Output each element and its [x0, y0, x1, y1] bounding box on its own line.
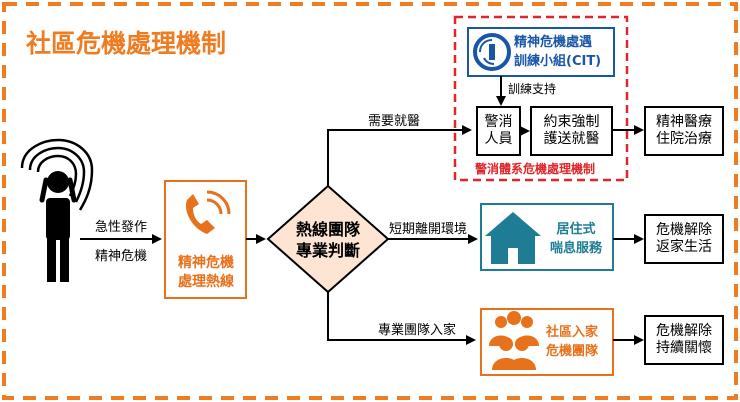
- connectors: [80, 76, 644, 345]
- police-box: 警消 人員: [476, 106, 521, 156]
- care-result-line2: 持續關懷: [656, 340, 712, 356]
- hospital-box: 精神醫療 住院治療: [644, 106, 724, 156]
- cit-support-label: 訓練支持: [508, 82, 557, 96]
- cit-logo-icon: [473, 33, 511, 71]
- police-line1: 警消: [484, 113, 513, 130]
- respite-line2: 喘息服務: [550, 241, 603, 256]
- decision-line2: 專業判斷: [295, 241, 360, 260]
- hotline-line1: 精神危機: [178, 255, 234, 271]
- person-in-crisis-icon: [20, 138, 94, 282]
- respite-label: 居住式 喘息服務: [550, 220, 602, 258]
- community-team-line2: 危機團隊: [546, 344, 599, 359]
- cit-line2: 訓練小組(CIT): [514, 54, 602, 69]
- respite-line1: 居住式: [556, 222, 596, 237]
- cit-label: 精神危機處遇 訓練小組(CIT): [514, 33, 601, 71]
- hospital-line2: 住院治療: [656, 131, 712, 147]
- police-mechanism-frame: [453, 15, 629, 182]
- home-result-box: 危機解除 返家生活: [644, 214, 724, 264]
- hotline-label: 精神危機 處理熱線: [170, 254, 242, 292]
- house-icon: [485, 212, 541, 264]
- branch-label-middle: 短期離開環境: [389, 222, 468, 237]
- group-icon: [489, 311, 539, 370]
- police-line2: 人員: [484, 131, 513, 147]
- home-result-line2: 返家生活: [656, 239, 712, 255]
- community-team-line1: 社區入家: [546, 325, 599, 340]
- decision-label: 熱線團隊 專業判斷: [281, 219, 375, 261]
- hotline-line2: 處理熱線: [178, 274, 234, 290]
- hospital-line1: 精神醫療: [656, 113, 712, 130]
- escort-line2: 護送就醫: [543, 131, 600, 147]
- escort-line1: 約束強制: [543, 113, 600, 130]
- page-title: 社區危機處理機制: [26, 29, 227, 58]
- person-label-line2: 精神危機: [95, 249, 148, 264]
- branch-label-top: 需要就醫: [368, 114, 421, 129]
- community-team-label: 社區入家 危機團隊: [546, 323, 598, 361]
- care-result-line1: 危機解除: [656, 322, 712, 339]
- police-mechanism-label: 警消體系危機處理機制: [475, 162, 596, 176]
- branch-label-bottom: 專業團隊入家: [378, 323, 457, 338]
- hotline-box: [164, 180, 247, 299]
- decision-line1: 熱線團隊: [295, 220, 360, 239]
- home-result-line1: 危機解除: [656, 221, 712, 238]
- care-result-box: 危機解除 持續關懷: [644, 315, 724, 365]
- cit-line1: 精神危機處遇: [514, 35, 593, 50]
- escort-box: 約束強制 護送就醫: [530, 106, 613, 156]
- phone-icon: [185, 190, 231, 234]
- person-label-line1: 急性發作: [95, 220, 148, 235]
